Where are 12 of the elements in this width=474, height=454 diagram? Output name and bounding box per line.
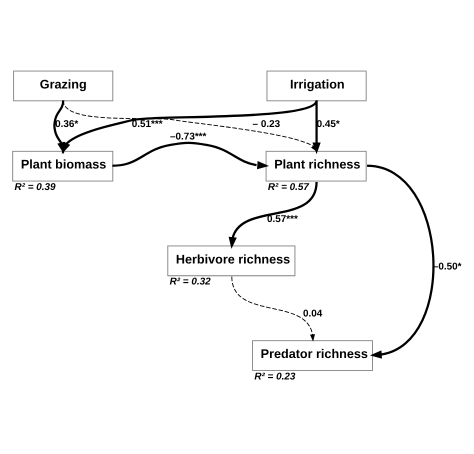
edge-label: –0.73*** — [170, 130, 206, 142]
edge-label: 0.36* — [55, 118, 78, 130]
node-label: R² = 0.23 — [254, 370, 296, 382]
edge-label: 0.51*** — [132, 118, 163, 130]
edge-label: 0.04 — [303, 308, 322, 320]
node-label: R² = 0.57 — [268, 181, 309, 192]
edge-label: – 0.23 — [252, 118, 280, 130]
edge-label: 0.57*** — [266, 213, 298, 224]
node-label: R² = 0.32 — [170, 276, 211, 288]
edge-label: –0.50* — [432, 260, 462, 272]
node-label: R² = 0.39 — [14, 181, 56, 192]
edge-label: 0.45* — [316, 118, 340, 130]
